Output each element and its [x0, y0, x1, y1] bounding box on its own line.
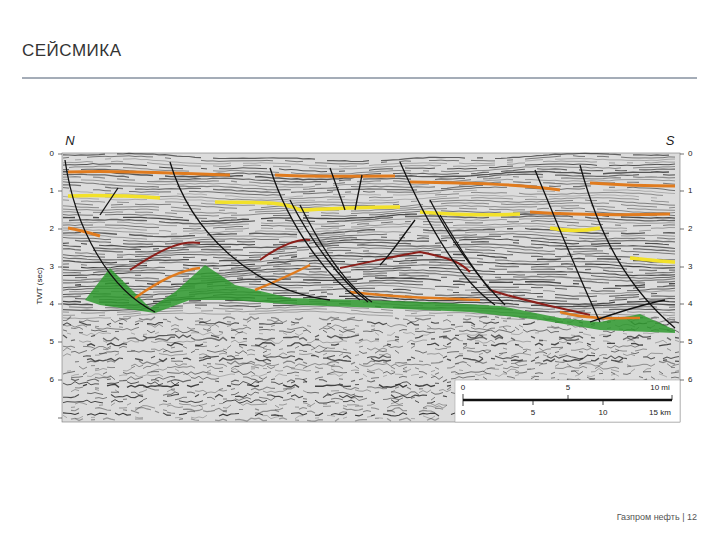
axis-tick-label: 4	[50, 300, 54, 308]
axis-tick-label: 3	[50, 263, 54, 271]
reflector-line	[63, 335, 679, 338]
reflector-line	[71, 374, 667, 377]
reflector-line	[83, 356, 679, 359]
faults	[65, 160, 675, 328]
slide-title: СЕЙСМИКА	[22, 42, 122, 59]
scale-bar	[455, 380, 680, 422]
scale-label: 5	[530, 409, 536, 417]
reflector-texture	[63, 153, 679, 421]
basement	[85, 265, 675, 333]
scale-label: 15 km	[648, 409, 672, 417]
axis-tick-label: 5	[688, 338, 692, 346]
footer-text: Газпром нефть | 12	[617, 513, 697, 522]
axis-tick-label: 2	[688, 225, 692, 233]
direction-label: S	[666, 134, 675, 147]
axis-tick-label: 5	[50, 338, 54, 346]
reflector-line	[79, 340, 679, 343]
reflector-line	[67, 332, 667, 335]
axis-tick-label: 4	[688, 300, 692, 308]
reflector-line	[63, 185, 669, 193]
reflector-line	[71, 376, 679, 379]
reflector-line	[63, 273, 675, 281]
reflector-line	[87, 343, 679, 346]
axis-tick-label: 0	[688, 150, 692, 158]
reflector-line	[75, 236, 675, 244]
reflector-line	[71, 337, 671, 340]
reflector-line	[63, 330, 679, 333]
reflector-line	[63, 161, 675, 169]
reflector-line	[63, 348, 679, 351]
reflector-line	[71, 327, 675, 330]
scale-label: 10 mi	[649, 384, 671, 392]
horizon-orange-2	[68, 212, 670, 236]
reflector-line	[71, 350, 679, 353]
scale-label: 5	[565, 384, 571, 392]
axis-tick-label: 1	[50, 187, 54, 195]
reflector-line	[63, 156, 675, 164]
horizon-red	[130, 240, 590, 315]
axis-tick-label: 0	[50, 150, 54, 158]
reflector-line	[75, 159, 675, 167]
scale-label: 0	[460, 384, 466, 392]
reflector-line	[63, 345, 659, 348]
horizon-orange-3	[135, 265, 640, 318]
axis-title: TWT (sec)	[36, 267, 44, 304]
axis-tick-label: 3	[688, 263, 692, 271]
reflector-line	[63, 275, 675, 283]
reflector-line	[79, 366, 675, 369]
reflector-line	[63, 371, 679, 374]
title-rule	[22, 78, 697, 79]
axis-tick-label: 2	[50, 225, 54, 233]
direction-label: N	[65, 134, 74, 147]
reflector-line	[91, 363, 679, 366]
scale-label: 10	[598, 409, 609, 417]
seismic-frame	[62, 153, 680, 422]
axis-tick-label: 1	[688, 187, 692, 195]
axis-tick-label: 6	[688, 376, 692, 384]
horizons	[68, 171, 675, 333]
reflector-line	[63, 244, 675, 252]
axis-tick-label: 6	[50, 376, 54, 384]
axis-ticks	[58, 154, 684, 418]
scale-label: 0	[460, 409, 466, 417]
